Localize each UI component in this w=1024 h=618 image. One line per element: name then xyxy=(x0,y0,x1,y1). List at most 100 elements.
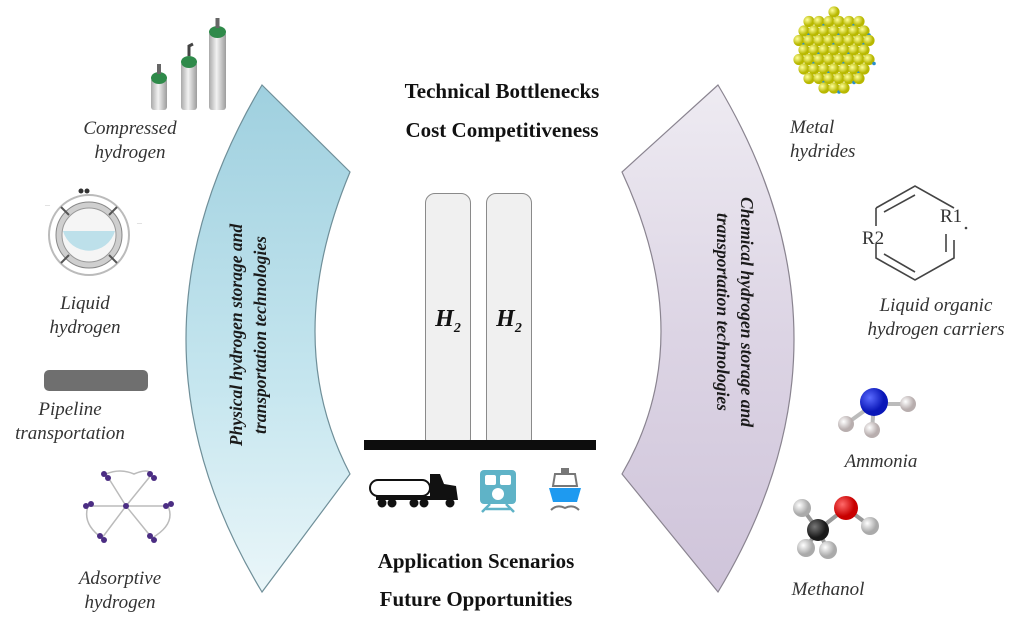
pipe-icon xyxy=(44,370,148,391)
metal-atom xyxy=(808,63,820,75)
header-line-1: Technical Bottlenecks xyxy=(404,79,600,103)
metal-atom xyxy=(813,72,825,85)
right-arc-label-line-1: Chemical hydrogen storage and xyxy=(737,197,757,427)
label-line-2: hydrides xyxy=(790,141,856,162)
metal-atom xyxy=(813,15,825,28)
metal-atom xyxy=(803,72,815,85)
label-line-2: transportation xyxy=(15,423,125,444)
left-arc-label-line-1: Physical hydrogen storage and xyxy=(226,223,246,447)
metal-atom xyxy=(833,72,845,85)
cryogenic-tank-icon: — — xyxy=(44,188,143,276)
metal-atom xyxy=(838,63,850,75)
right-arc-label-line-2: transportation technologies xyxy=(713,213,733,411)
mof-framework-icon xyxy=(83,470,174,543)
ammonia-label: Ammonia xyxy=(836,450,926,474)
metal-atom xyxy=(803,53,815,66)
metal-atom xyxy=(863,53,875,66)
hydrogen-tube-1: H2 xyxy=(425,193,471,449)
train-icon xyxy=(480,470,516,513)
left-arc-shape xyxy=(185,84,351,594)
metal-atom xyxy=(863,34,875,47)
metal-atom xyxy=(853,15,865,28)
left-arc-label-line-2: transportation technologies xyxy=(250,236,270,434)
metal-atom xyxy=(793,53,805,66)
metal-atom xyxy=(818,82,830,94)
metal-atom xyxy=(828,44,840,56)
metal-atom xyxy=(828,63,840,75)
metal-atom xyxy=(853,34,865,47)
metal-atom xyxy=(843,53,855,66)
label-line-2: hydrogen xyxy=(84,592,156,613)
footer-line-2: Future Opportunities xyxy=(379,587,573,611)
label-line-1: Methanol xyxy=(791,579,865,600)
metal-atom xyxy=(793,34,805,47)
metal-atom xyxy=(823,15,835,28)
header-line-2: Cost Competitiveness xyxy=(405,118,599,142)
label-line-2: hydrogen carriers xyxy=(867,319,1005,340)
label-line-1: Liquid xyxy=(60,293,110,314)
base-bar xyxy=(364,440,596,450)
svg-text:—: — xyxy=(136,222,143,227)
label-line-1: Ammonia xyxy=(844,451,918,472)
metal-atom xyxy=(813,53,825,66)
ammonia-molecule-icon xyxy=(838,388,916,438)
metal-atom xyxy=(838,44,850,56)
label-line-2: hydrogen xyxy=(94,142,166,163)
metal-atom xyxy=(858,44,870,56)
metal-atom xyxy=(823,34,835,47)
metal-atom xyxy=(838,82,850,94)
r2-label: R2 xyxy=(862,228,884,249)
metal-atom xyxy=(818,44,830,56)
footer-line-1: Application Scenarios xyxy=(377,549,575,573)
metal-hydrides-label: Metal hydrides xyxy=(790,116,870,164)
metal-atom xyxy=(843,72,855,85)
metal-atom xyxy=(808,44,820,56)
gas-cylinders-icon xyxy=(151,18,226,110)
metal-atom xyxy=(828,25,840,37)
svg-text:—: — xyxy=(44,204,51,209)
metal-atom xyxy=(803,34,815,47)
metal-atom xyxy=(818,63,830,75)
metal-atom xyxy=(823,53,835,66)
metal-atom xyxy=(833,53,845,66)
methanol-molecule-icon xyxy=(793,496,879,559)
metal-atom xyxy=(838,25,850,37)
metal-atom xyxy=(803,15,815,28)
metal-atom xyxy=(843,15,855,28)
hydrogen-atom xyxy=(872,61,876,66)
label-line-1: Metal xyxy=(790,117,835,138)
metal-atom xyxy=(848,63,860,75)
label-line-1: Compressed xyxy=(83,118,177,139)
tube-1-symbol: H xyxy=(435,305,454,332)
metal-atom xyxy=(828,6,840,18)
metal-atom xyxy=(853,53,865,66)
right-arc-shape xyxy=(621,84,795,594)
metal-lattice-icon xyxy=(793,6,876,94)
metal-atom xyxy=(813,34,825,47)
pipeline-transportation-label: Pipeline transportation xyxy=(0,398,140,446)
label-line-2: hydrogen xyxy=(49,317,121,338)
r1-label: R1 xyxy=(940,206,962,227)
metal-atom xyxy=(818,25,830,37)
label-line-1: Pipeline xyxy=(38,399,102,420)
metal-atom xyxy=(843,34,855,47)
left-arc-label: Physical hydrogen storage and transporta… xyxy=(224,224,272,446)
metal-atom xyxy=(808,25,820,37)
liquid-hydrogen-label: Liquid hydrogen xyxy=(30,292,140,340)
metal-atom xyxy=(798,25,810,37)
tube-1-subscript: 2 xyxy=(453,320,461,336)
metal-atom xyxy=(798,63,810,75)
lohc-label: Liquid organic hydrogen carriers xyxy=(848,294,1024,342)
metal-atom xyxy=(848,44,860,56)
metal-atom xyxy=(828,82,840,94)
tube-2-subscript: 2 xyxy=(514,320,522,336)
metal-atom xyxy=(823,72,835,85)
metal-atom xyxy=(858,63,870,75)
tube-2-symbol: H xyxy=(496,305,515,332)
metal-atom xyxy=(848,25,860,37)
metal-atom xyxy=(858,25,870,37)
compressed-hydrogen-label: Compressed hydrogen xyxy=(70,117,190,165)
methanol-label: Methanol xyxy=(778,578,878,602)
benzene-ring-icon: R1 R2 xyxy=(862,185,968,281)
